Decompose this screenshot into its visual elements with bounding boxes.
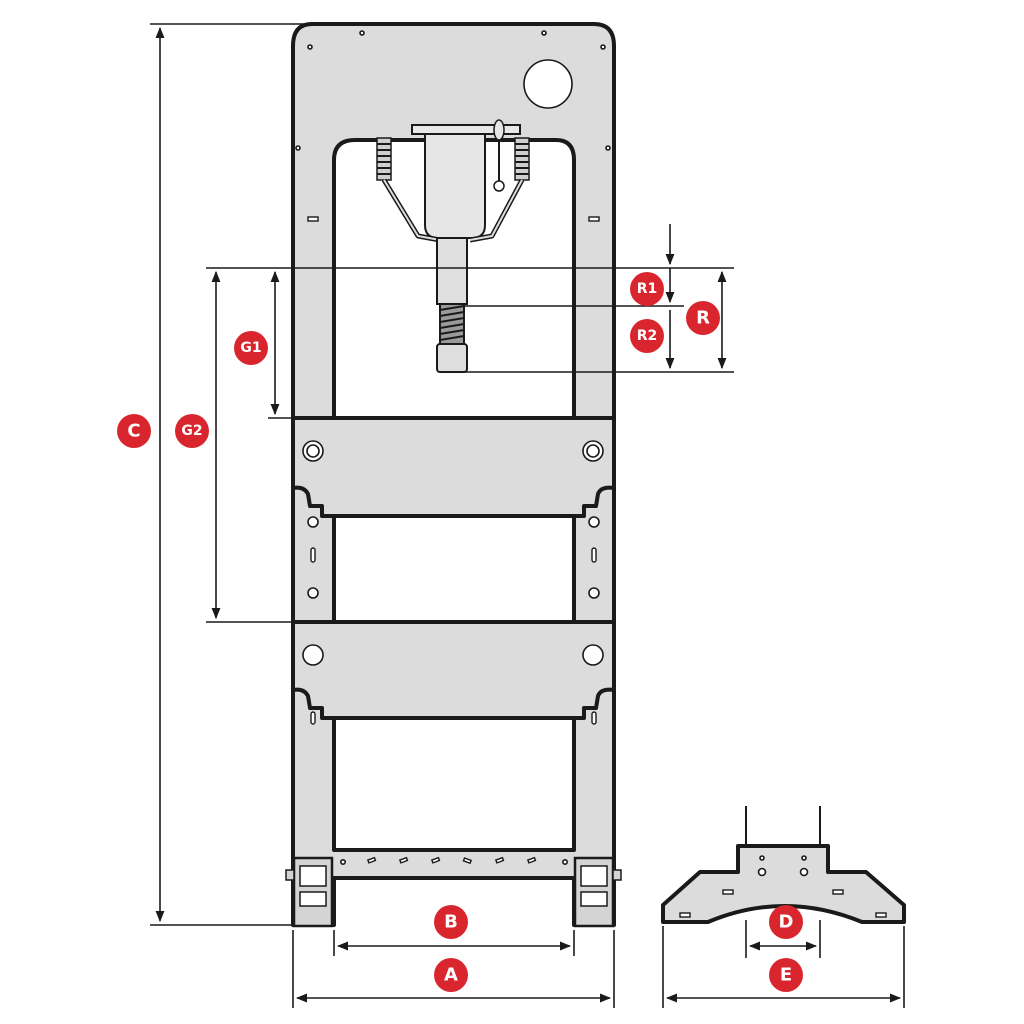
head-hole xyxy=(359,30,365,36)
label-g2: G2 xyxy=(181,423,202,439)
side-slot xyxy=(307,216,319,222)
head-hole xyxy=(307,44,313,50)
label-d: D xyxy=(779,912,794,933)
return-spring-right xyxy=(514,137,530,181)
badge-g2: G2 xyxy=(175,414,209,448)
badge-c: C xyxy=(117,414,151,448)
label-r: R xyxy=(696,308,710,329)
badge-d: D xyxy=(769,905,803,939)
ram-nose xyxy=(436,343,468,373)
right-foot xyxy=(573,856,622,928)
label-g1: G1 xyxy=(240,340,261,356)
pin-hole xyxy=(307,516,319,528)
pin-slot xyxy=(591,711,597,725)
badge-a: A xyxy=(434,958,468,992)
badge-b: B xyxy=(434,905,468,939)
side-slot xyxy=(588,216,600,222)
foot-side-view xyxy=(661,806,906,924)
label-e: E xyxy=(780,965,792,986)
left-foot xyxy=(285,856,334,928)
press-frame xyxy=(285,22,622,928)
pin-slot xyxy=(310,711,316,725)
head-hole xyxy=(541,30,547,36)
pin-slot xyxy=(310,547,316,563)
beam-hole xyxy=(339,858,346,865)
label-r1: R1 xyxy=(637,281,658,297)
label-r2: R2 xyxy=(637,328,658,344)
beam-hole xyxy=(561,858,568,865)
head-hole xyxy=(605,145,611,151)
bed-plate-lower xyxy=(291,620,616,720)
pin-hole xyxy=(588,516,600,528)
cylinder-assembly xyxy=(376,119,530,373)
dimension-lines xyxy=(150,23,905,1008)
ram-rod xyxy=(436,237,468,305)
head-hole xyxy=(295,145,301,151)
label-a: A xyxy=(444,965,458,986)
badge-g1: G1 xyxy=(234,331,268,365)
return-spring-left xyxy=(376,137,392,181)
label-b: B xyxy=(444,912,458,933)
label-c: C xyxy=(127,421,140,442)
gauge-window xyxy=(523,59,573,109)
bed-plate-upper xyxy=(291,416,616,518)
badge-e: E xyxy=(769,958,803,992)
pin-hole xyxy=(307,587,319,599)
badge-r2: R2 xyxy=(630,319,664,353)
badge-r1: R1 xyxy=(630,272,664,306)
pin-hole xyxy=(588,587,600,599)
head-hole xyxy=(600,44,606,50)
pin-slot xyxy=(591,547,597,563)
badge-r: R xyxy=(686,301,720,335)
